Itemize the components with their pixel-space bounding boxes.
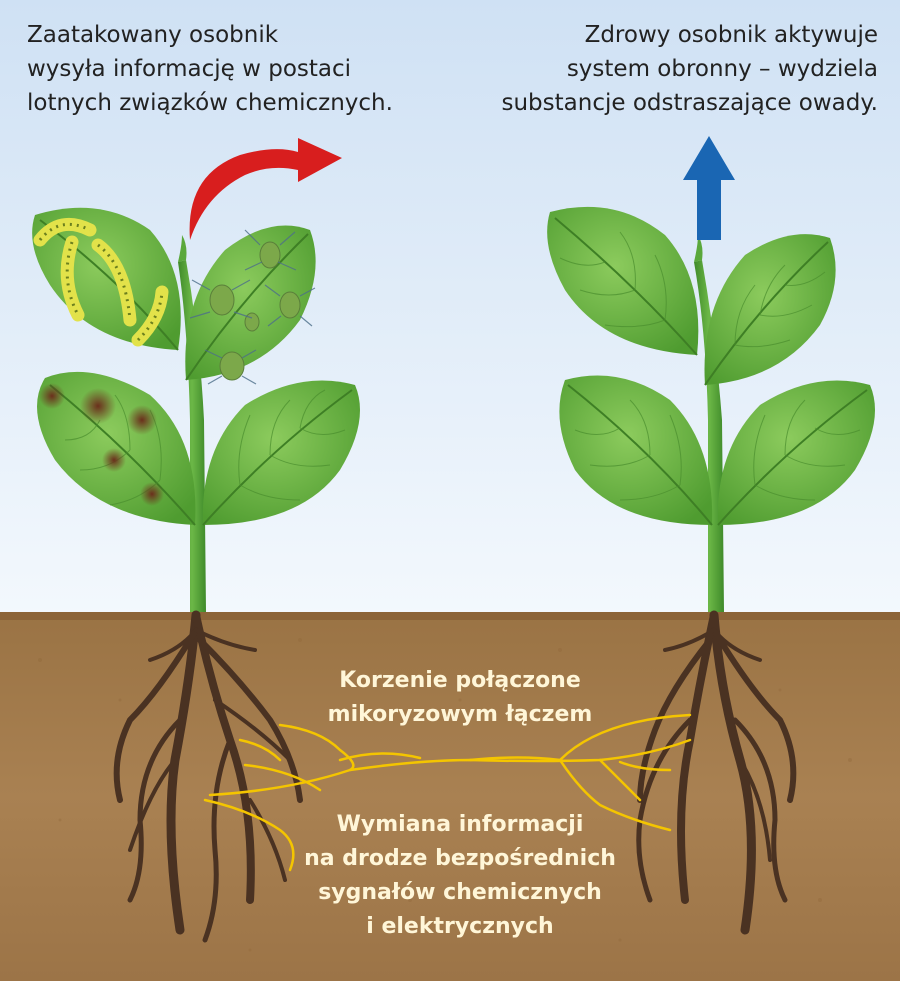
caption-line: wysyła informację w postaci [27, 56, 352, 82]
attacked-caption: Zaatakowany osobnik wysyła informację w … [27, 18, 393, 120]
label-line: mikoryzowym łączem [327, 702, 593, 727]
caterpillar [131, 285, 169, 347]
diseased-leaf [37, 371, 196, 526]
caterpillar [60, 235, 85, 322]
caption-line: lotnych związków chemicznych. [27, 90, 393, 116]
leaf [717, 380, 875, 526]
caption-line: Zdrowy osobnik aktywuje [584, 22, 878, 48]
leaf [559, 375, 713, 526]
caterpillar [91, 238, 137, 327]
aphids [209, 241, 301, 381]
healthy-caption: Zdrowy osobnik aktywuje system obronny –… [501, 18, 878, 120]
attacked-plant [32, 207, 360, 612]
healthy-plant [547, 206, 875, 612]
caption-line: Zaatakowany osobnik [27, 22, 279, 48]
red-arrow-icon [189, 138, 342, 240]
label-line: i elektrycznych [366, 914, 554, 939]
mycorrhiza-label: Korzenie połączone mikoryzowym łączem [250, 664, 670, 732]
aphid-leaf [185, 225, 316, 385]
caption-line: substancje odstraszające owady. [501, 90, 878, 116]
leaf [704, 234, 836, 386]
label-line: na drodze bezpośrednich [304, 846, 616, 871]
label-line: Korzenie połączone [339, 668, 581, 693]
label-line: sygnałów chemicznych [318, 880, 602, 905]
left-roots [113, 610, 303, 943]
exchange-label: Wymiana informacji na drodze bezpośredni… [250, 808, 670, 944]
infested-leaf [32, 207, 181, 351]
leaf [547, 206, 699, 356]
mycorrhiza-network [203, 713, 692, 872]
blue-arrow-icon [683, 136, 735, 240]
caterpillar [33, 217, 97, 247]
leaf [202, 380, 360, 526]
caption-line: system obronny – wydziela [566, 56, 878, 82]
label-line: Wymiana informacji [336, 812, 584, 837]
